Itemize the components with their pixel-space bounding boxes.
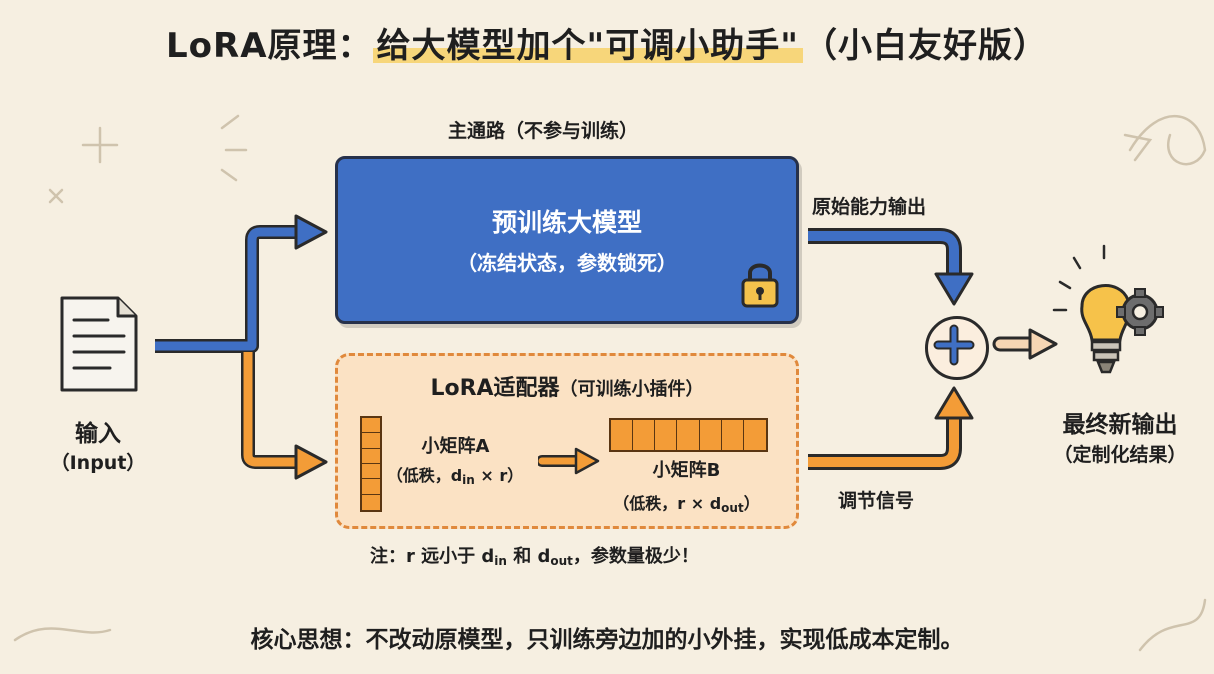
matrix-b-cell [655, 420, 678, 450]
matrix-a-desc-prefix: （低秩，d [386, 466, 463, 485]
note-prefix: 注：r 远小于 d [370, 546, 495, 567]
matrix-a-label: 小矩阵A [421, 436, 490, 457]
note-suffix: ，参数量极少！ [572, 546, 699, 567]
page-title: LoRA原理：给大模型加个"可调小助手"（小白友好版） [0, 18, 1214, 67]
matrix-b-cell [744, 420, 766, 450]
matrix-a-cell [362, 449, 380, 464]
note-middle: 和 d [506, 546, 551, 567]
final-output-label: 最终新输出 [1062, 412, 1178, 438]
plus-circle-icon [925, 316, 989, 380]
matrix-a-desc-suffix: × r） [474, 466, 524, 485]
matrix-b-cell [722, 420, 744, 450]
matrix-a-cell [362, 433, 380, 449]
matrix-b-cell [633, 420, 656, 450]
matrix-b-cell [677, 420, 700, 450]
matrix-b-grid [609, 418, 768, 452]
lora-adapter-box: LoRA适配器（可训练小插件） 小矩阵A （低秩，din × r） 小矩阵B （… [335, 353, 799, 529]
matrix-b-desc-sub: out [721, 501, 744, 515]
title-suffix: （小白友好版） [802, 26, 1048, 66]
adapter-title: LoRA适配器（可训练小插件） [338, 370, 796, 402]
rank-note: 注：r 远小于 din 和 dout，参数量极少！ [370, 542, 699, 568]
pretrained-model-box: 预训练大模型 （冻结状态，参数锁死） [335, 156, 799, 324]
adapter-title-note: （可训练小插件） [559, 379, 704, 400]
input-label: 输入 [75, 421, 121, 447]
matrix-a-cell [362, 479, 380, 495]
matrix-a-desc-sub: in [462, 473, 475, 487]
matrix-b-desc: （低秩，r × dout） [604, 490, 769, 515]
adapter-title-text: LoRA适配器 [430, 376, 560, 401]
matrix-a-cell [362, 464, 380, 480]
document-icon [60, 296, 138, 392]
matrix-b-desc-suffix: ） [743, 494, 760, 513]
lightbulb-gear-icon [1052, 244, 1164, 374]
matrix-a-grid [360, 416, 382, 512]
matrix-a-cell [362, 418, 380, 434]
matrix-b-label: 小矩阵B [652, 460, 721, 481]
matrix-a-desc: （低秩，din × r） [380, 462, 530, 487]
pretrained-model-title: 预训练大模型 [491, 208, 642, 237]
final-output-sublabel: （定制化结果） [1053, 444, 1187, 466]
lock-icon [741, 263, 779, 308]
original-output-caption: 原始能力输出 [812, 196, 927, 218]
note-sub-in: in [494, 554, 507, 568]
matrix-b-cell [700, 420, 722, 450]
input-sublabel: （Input） [50, 452, 146, 474]
core-idea: 核心思想：不改动原模型，只训练旁边加的小外挂，实现低成本定制。 [250, 627, 964, 653]
pretrained-model-subtitle: （冻结状态，参数锁死） [457, 251, 677, 275]
note-sub-out: out [550, 554, 573, 568]
title-highlight: 给大模型加个"可调小助手" [372, 26, 803, 66]
signal-caption: 调节信号 [838, 490, 915, 512]
matrix-a-cell [362, 495, 380, 510]
matrix-b-desc-prefix: （低秩，r × d [613, 494, 722, 513]
sparkle-decoration-icon [13, 114, 1207, 652]
matrix-b-cell [611, 420, 634, 450]
matrix-arrow-icon [538, 447, 600, 475]
title-prefix: LoRA原理： [166, 26, 373, 66]
main-path-caption: 主通路（不参与训练） [448, 120, 639, 142]
